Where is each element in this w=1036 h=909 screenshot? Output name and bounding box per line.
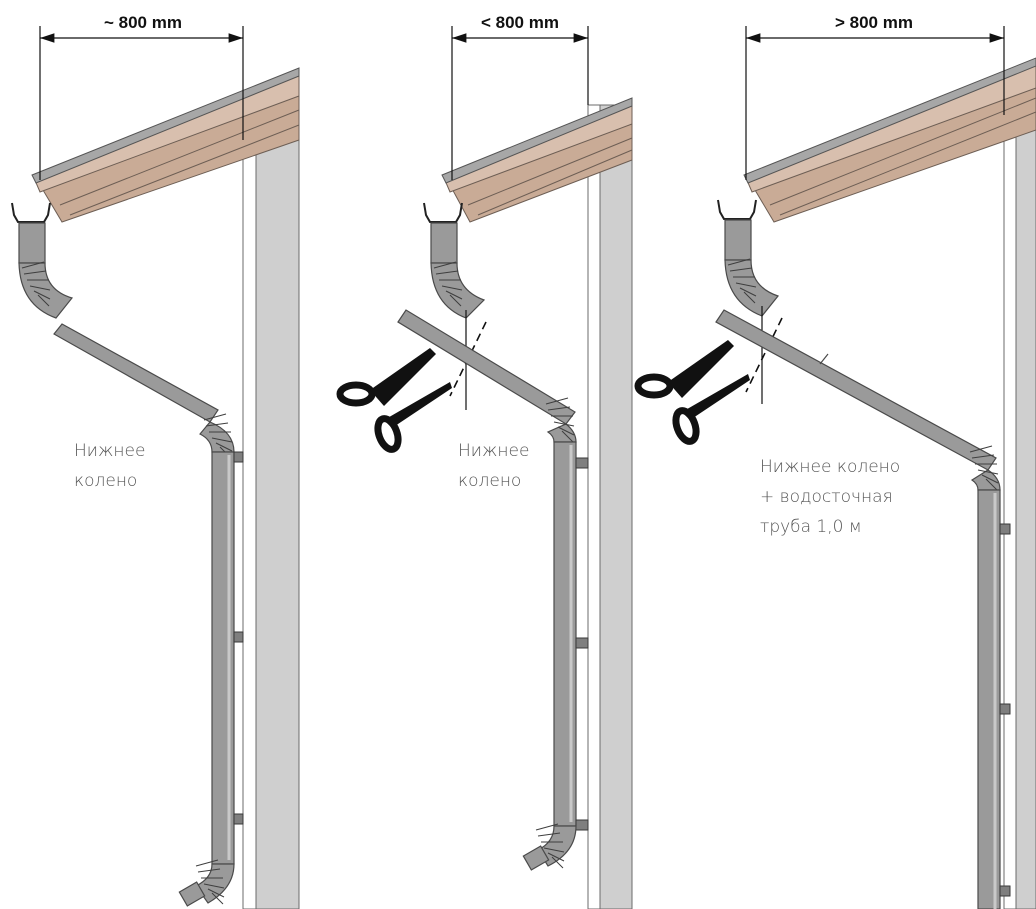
gutter-outlet: [423, 202, 486, 319]
offset-pipe: [397, 309, 576, 425]
panel-caption: Нижнее колено: [74, 441, 151, 491]
roof: [31, 67, 300, 223]
dimension-label: < 800 mm: [481, 13, 559, 32]
cut-line: [745, 317, 783, 393]
panel-less: < 800 mm Нижнее колено: [340, 13, 633, 909]
gutter-outlet: [11, 202, 74, 319]
panel-caption: Нижнее колено + водосточная труба 1,0 м: [760, 457, 906, 537]
roof: [743, 57, 1036, 223]
dimension-label: > 800 mm: [835, 13, 913, 32]
panel-more: > 800 mm Нижнее колено + водосточная тру…: [638, 13, 1036, 909]
downpipe: [553, 441, 577, 827]
scissors-icon: [638, 340, 750, 444]
dimension-label: ~ 800 mm: [104, 13, 182, 32]
offset-pipe: [715, 309, 997, 471]
gutter-outlet: [717, 199, 780, 317]
pipe-bracket: [999, 523, 1011, 535]
downpipe: [977, 489, 1001, 909]
downpipe: [211, 451, 235, 865]
offset-pipe: [53, 323, 219, 423]
pipe-bracket: [575, 457, 589, 469]
lower-elbow: [199, 421, 235, 453]
scissors-icon: [340, 348, 452, 452]
panel-caption: Нижнее колено: [458, 441, 535, 491]
pipe-bracket: [233, 451, 244, 463]
panel-approx: ~ 800 mm Нижнее колено: [11, 13, 300, 909]
roof: [441, 97, 633, 223]
